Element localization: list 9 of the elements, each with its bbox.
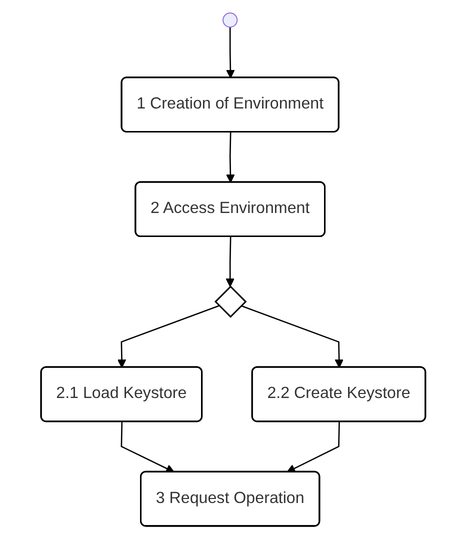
arrow <box>225 236 234 287</box>
arrow <box>240 305 344 368</box>
arrow <box>226 132 235 183</box>
node-diamond <box>214 286 247 318</box>
arrow <box>117 305 220 368</box>
arrow <box>120 422 174 473</box>
arrow <box>286 422 340 473</box>
node-circle <box>222 12 238 28</box>
arrow <box>226 27 235 78</box>
